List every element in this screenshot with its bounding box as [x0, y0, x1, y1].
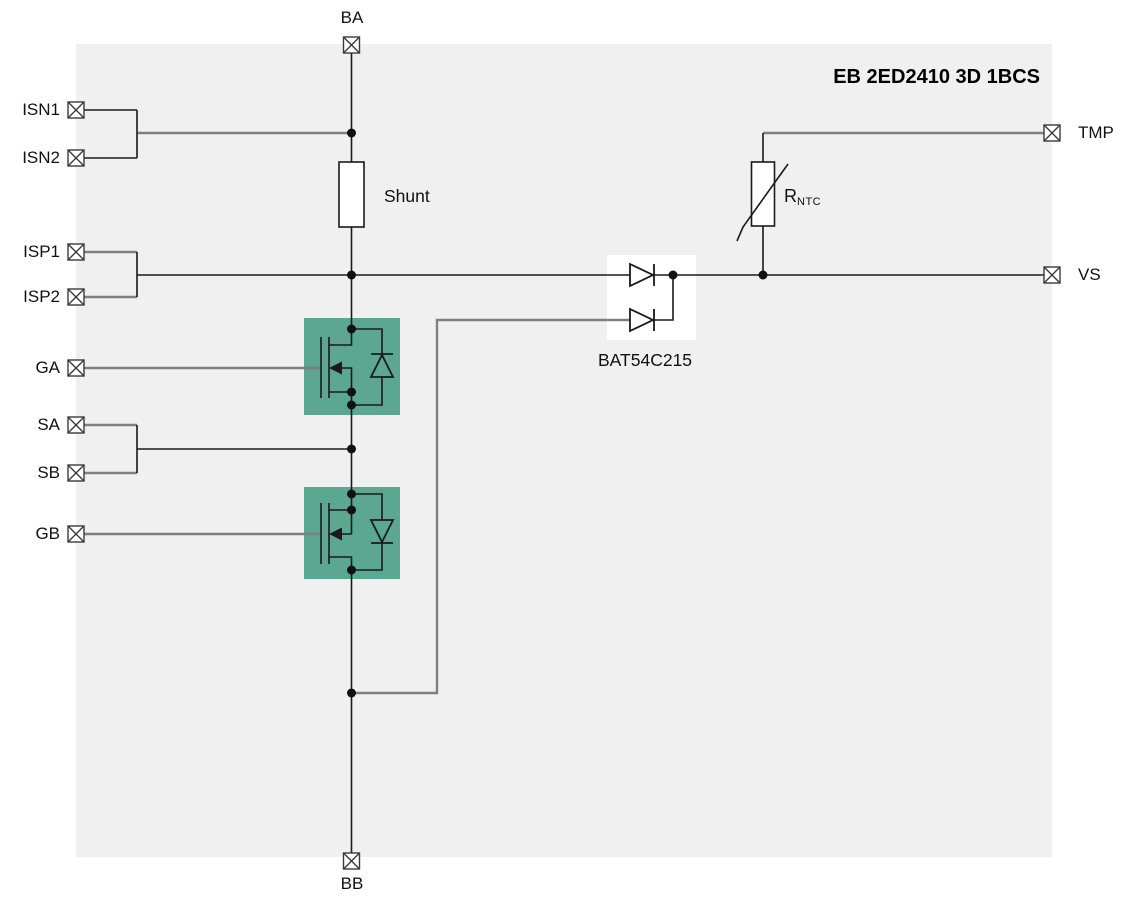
ntc-diagonal-icon — [736, 163, 789, 242]
mosfet-arrow-icons — [329, 361, 342, 541]
terminal-icon-isn1 — [67, 101, 85, 119]
label-isn1: ISN1 — [22, 100, 60, 119]
terminal-icon-isn2 — [67, 149, 85, 167]
label-isn2: ISN2 — [22, 148, 60, 167]
shunt-body — [338, 161, 365, 228]
board-title: EB 2ED2410 3D 1BCS — [833, 66, 1040, 88]
terminal-icon-bb — [342, 852, 361, 870]
label-vs: VS — [1078, 265, 1101, 284]
terminal-icons — [67, 36, 1061, 870]
label-rntc-base: R — [784, 186, 797, 206]
terminal-icon-isp2 — [67, 288, 85, 306]
label-tmp: TMP — [1078, 123, 1114, 142]
diode-symbols — [369, 262, 656, 545]
board-panel — [76, 44, 1052, 857]
label-isp1: ISP1 — [23, 242, 60, 261]
label-sb: SB — [37, 463, 60, 482]
terminal-icon-vs — [1043, 266, 1061, 284]
wires-black — [84, 53, 1044, 853]
terminal-icon-ba — [342, 36, 361, 54]
label-bb: BB — [340, 874, 364, 893]
terminal-icon-sb — [67, 464, 85, 482]
terminal-icon-gb — [67, 525, 85, 543]
terminal-icon-sa — [67, 416, 85, 434]
label-isp2: ISP2 — [23, 287, 60, 306]
label-sa: SA — [37, 415, 60, 434]
label-ba: BA — [340, 8, 364, 27]
label-gb: GB — [35, 524, 60, 543]
wires-grey — [84, 131, 1044, 695]
ntc-body — [750, 161, 776, 227]
label-rntc-sub: NTC — [797, 196, 822, 208]
terminal-icon-ga — [67, 359, 85, 377]
junction-dots — [347, 128, 768, 698]
terminal-icon-isp1 — [67, 243, 85, 261]
label-rntc: RNTC — [784, 186, 821, 212]
label-shunt: Shunt — [384, 186, 430, 206]
label-ga: GA — [35, 358, 60, 377]
label-dual-diode: BAT54C215 — [598, 350, 693, 370]
dual-diode-body — [607, 255, 696, 340]
terminal-icon-tmp — [1043, 124, 1061, 142]
